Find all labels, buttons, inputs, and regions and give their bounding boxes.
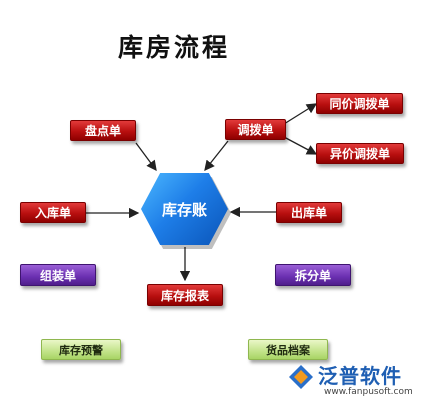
arrow-diaobo-tongjia: [283, 103, 318, 125]
page-title: 库房流程: [118, 33, 231, 62]
node-yijia-diaobo[interactable]: 异价调拨单: [316, 143, 404, 164]
node-kucun-yujing[interactable]: 库存预警: [41, 339, 121, 360]
brand-logo: 泛普软件 www.fanpusoft.com: [284, 360, 416, 400]
node-chaifen[interactable]: 拆分单: [275, 264, 351, 286]
arrow-pandian: [135, 142, 157, 172]
node-zuzhuang[interactable]: 组装单: [20, 264, 96, 286]
node-huopin-dangan[interactable]: 货品档案: [248, 339, 328, 360]
node-ruku[interactable]: 入库单: [20, 202, 86, 223]
node-pandian[interactable]: 盘点单: [70, 120, 136, 141]
center-node-kucunzhang[interactable]: 库存账: [141, 173, 228, 245]
node-kucun-baobiao[interactable]: 库存报表: [147, 284, 223, 306]
arrow-diaobo: [204, 140, 229, 172]
node-chuku[interactable]: 出库单: [276, 202, 342, 223]
node-tongjia-diaobo[interactable]: 同价调拨单: [316, 93, 403, 114]
brand-mark-icon: [289, 365, 313, 389]
brand-name: 泛普软件: [318, 364, 402, 388]
brand-url: www.fanpusoft.com: [324, 387, 413, 397]
arrow-diaobo-yijia: [283, 136, 318, 155]
node-diaobo[interactable]: 调拨单: [225, 119, 286, 140]
